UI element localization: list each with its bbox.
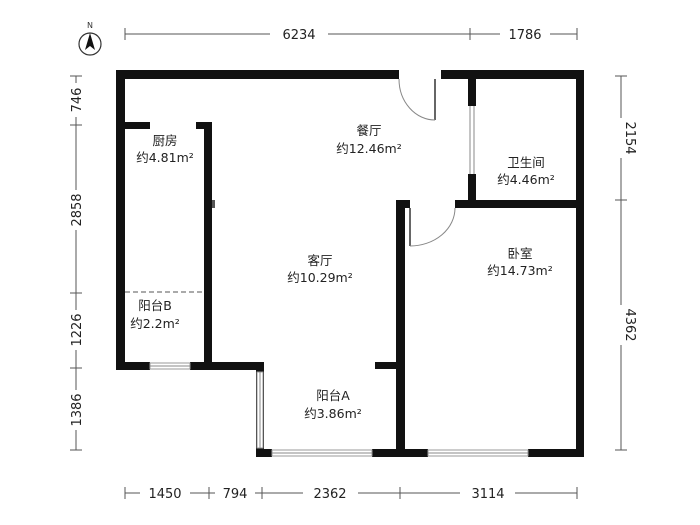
room-balcony-b-area: 约2.2m² (130, 316, 180, 331)
bottom-dimension: 1450 794 2362 3114 (124, 484, 578, 502)
room-dining-name: 餐厅 (356, 123, 381, 138)
right-dimension: 2154 4362 (612, 75, 637, 451)
right-dim-2154: 2154 (622, 121, 637, 154)
room-balcony-a-name: 阳台A (316, 388, 350, 403)
room-dining-area: 约12.46m² (336, 141, 401, 156)
north-label: N (87, 21, 93, 30)
room-bathroom-name: 卫生间 (507, 155, 545, 170)
top-dim-1786: 1786 (508, 28, 541, 43)
room-bedroom-name: 卧室 (507, 246, 532, 261)
top-dimension: 6234 1786 (124, 25, 578, 43)
left-dim-746: 746 (70, 88, 85, 113)
left-dim-1226: 1226 (70, 313, 85, 346)
room-balcony-b: 阳台B 约2.2m² (130, 298, 180, 331)
left-dimension: 746 2858 1226 1386 (67, 75, 85, 451)
bedroom-door-icon (409, 207, 456, 247)
windows (149, 106, 529, 457)
left-dim-1386: 1386 (70, 393, 85, 426)
bottom-dim-794: 794 (223, 487, 248, 502)
top-dim-6234: 6234 (282, 28, 315, 43)
entry-door-icon (398, 78, 436, 121)
room-living: 客厅 约10.29m² (287, 253, 352, 285)
room-kitchen: 厨房 约4.81m² (136, 133, 194, 165)
room-kitchen-name: 厨房 (152, 133, 177, 148)
room-bathroom: 卫生间 约4.46m² (497, 155, 555, 187)
room-bathroom-area: 约4.46m² (497, 172, 555, 187)
room-dining: 餐厅 约12.46m² (336, 123, 401, 156)
bottom-dim-2362: 2362 (313, 487, 346, 502)
room-balcony-a-area: 约3.86m² (304, 406, 362, 421)
room-balcony-a: 阳台A 约3.86m² (304, 388, 362, 421)
room-bedroom: 卧室 约14.73m² (487, 246, 552, 278)
room-living-area: 约10.29m² (287, 270, 352, 285)
doors (125, 78, 456, 293)
room-living-name: 客厅 (307, 253, 332, 268)
room-balcony-b-name: 阳台B (138, 298, 172, 313)
room-bedroom-area: 约14.73m² (487, 263, 552, 278)
bottom-dim-3114: 3114 (471, 487, 504, 502)
bottom-dim-1450: 1450 (148, 487, 181, 502)
right-dim-4362: 4362 (622, 308, 637, 341)
left-dim-2858: 2858 (70, 193, 85, 226)
room-kitchen-area: 约4.81m² (136, 150, 194, 165)
north-arrow-icon: N (78, 21, 102, 56)
